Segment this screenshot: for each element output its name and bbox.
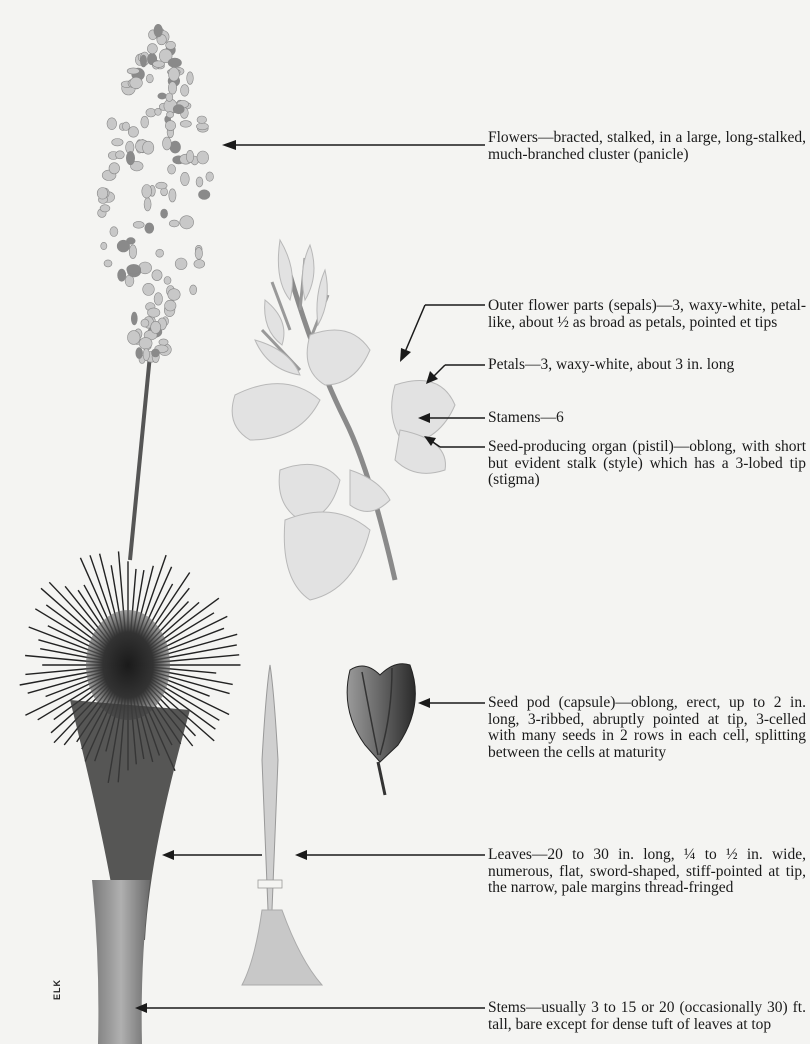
trunk-illustration: [92, 880, 150, 1044]
leaf-detail-illustration: [242, 665, 322, 985]
flower-panicle-illustration: [97, 24, 213, 560]
sepals-label: Outer flower parts (sepals)—3, waxy-whit…: [488, 298, 806, 331]
petals-label: Petals—3, waxy-white, about 3 in. long: [488, 357, 806, 374]
stamens-label: Stamens—6: [488, 410, 806, 427]
leaves-label: Leaves—20 to 30 in. long, ¼ to ½ in. wid…: [488, 847, 806, 897]
seed-pod-illustration: [347, 664, 415, 795]
artist-mark: ELK: [52, 979, 62, 1000]
stems-label: Stems—usually 3 to 15 or 20 (occasionall…: [488, 1000, 806, 1033]
flowers-label: Flowers—bracted, stalked, in a large, lo…: [488, 130, 806, 163]
flower-branch-illustration: [232, 240, 455, 600]
seed-pod-label: Seed pod (capsule)—oblong, erect, up to …: [488, 695, 806, 761]
pistil-label: Seed-producing organ (pistil)—oblong, wi…: [488, 439, 806, 489]
